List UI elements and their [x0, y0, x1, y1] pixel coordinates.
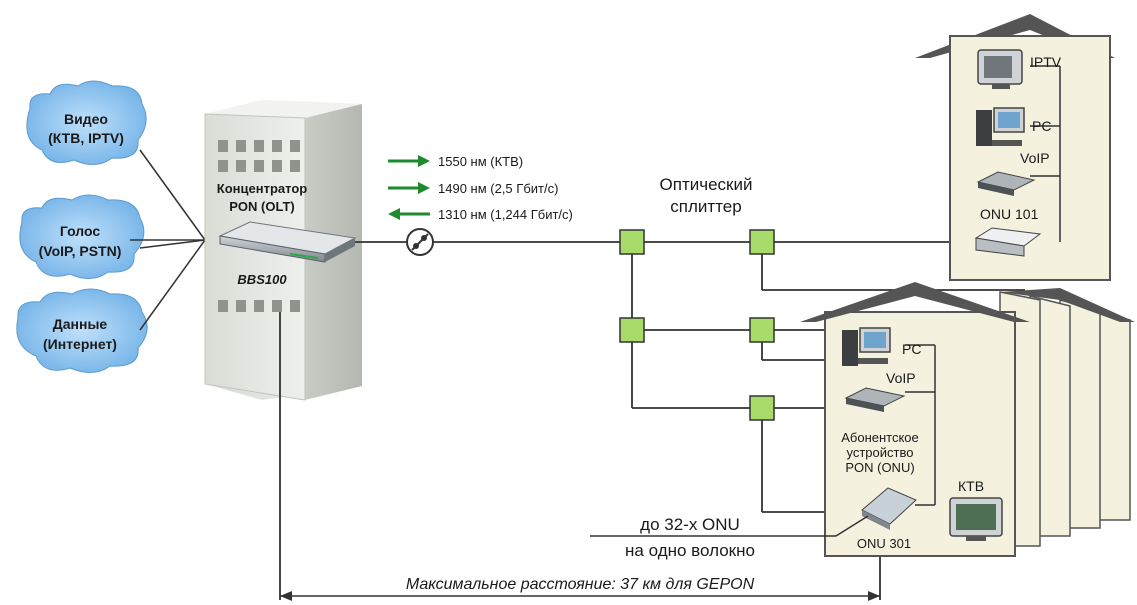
- source-voice-label: Голос: [60, 223, 101, 239]
- onu-caption: устройство: [847, 445, 914, 460]
- pc-icon: [842, 328, 890, 366]
- wavelength-label: 1550 нм (КТВ): [438, 154, 523, 169]
- onu-caption: Абонентское: [841, 430, 919, 445]
- fiber-note-line1: до 32-х ONU: [640, 515, 740, 534]
- onu-caption: PON (ONU): [845, 460, 914, 475]
- device-label: PC: [902, 341, 921, 357]
- splitter-box: [750, 318, 774, 342]
- arrow-left-icon: [280, 591, 292, 601]
- wavelength-1310: 1310 нм (1,244 Гбит/с): [388, 207, 573, 222]
- device-label: VoIP: [1020, 150, 1050, 166]
- distance-note: Максимальное расстояние: 37 км для GEPON: [280, 576, 880, 601]
- olt-title: Концентратор: [217, 181, 307, 196]
- pc-icon: [976, 108, 1024, 146]
- source-voice-sublabel: (VoIP, PSTN): [39, 243, 122, 259]
- onu-label: ONU 101: [980, 206, 1039, 222]
- device-label: IPTV: [1030, 54, 1062, 70]
- source-connector-lines: [130, 150, 205, 330]
- olt-model: BBS100: [237, 272, 287, 287]
- source-video-label: Видео: [64, 111, 108, 127]
- wavelength-1490: 1490 нм (2,5 Гбит/с): [388, 181, 558, 196]
- splitter-box: [750, 396, 774, 420]
- house-stack-back: [1000, 288, 1135, 546]
- device-label: VoIP: [886, 370, 916, 386]
- splitter-label: Оптический: [660, 175, 753, 194]
- source-data-cloud: Данные (Интернет): [17, 289, 147, 373]
- fiber-note-line2: на одно волокно: [625, 541, 755, 560]
- source-video-cloud: Видео (КТВ, IPTV): [27, 81, 146, 165]
- wavelength-label: 1310 нм (1,244 Гбит/с): [438, 207, 573, 222]
- source-video-sublabel: (КТВ, IPTV): [48, 130, 124, 146]
- house-2: PC VoIP Абонентское устройство PON (ONU)…: [800, 282, 1030, 556]
- distance-label: Максимальное расстояние: 37 км для GEPON: [406, 576, 755, 593]
- arrow-right-icon: [418, 155, 430, 167]
- onu-label: ONU 301: [857, 536, 911, 551]
- splitter-box: [750, 230, 774, 254]
- tv-label: КТВ: [958, 478, 984, 494]
- arrow-left-icon: [388, 208, 400, 220]
- olt-cabinet: Концентратор PON (OLT) BBS100: [205, 100, 362, 400]
- splitter-sublabel: сплиттер: [670, 197, 741, 216]
- olt-subtitle: PON (OLT): [229, 199, 294, 214]
- wavelength-label: 1490 нм (2,5 Гбит/с): [438, 181, 558, 196]
- arrow-right-icon: [418, 182, 430, 194]
- device-label: PC: [1032, 118, 1051, 134]
- house-1: IPTV PC VoIP ONU 101: [915, 14, 1115, 280]
- splitter-box: [620, 318, 644, 342]
- source-data-sublabel: (Интернет): [43, 336, 117, 352]
- splitter-box: [620, 230, 644, 254]
- tv-icon: [950, 498, 1002, 541]
- wavelength-1550: 1550 нм (КТВ): [388, 154, 523, 169]
- fiber-reel-icon: [407, 229, 433, 255]
- tv-icon: [978, 50, 1022, 89]
- arrow-right-icon: [868, 591, 880, 601]
- source-voice-cloud: Голос (VoIP, PSTN): [20, 195, 144, 279]
- splitter-boxes: [620, 230, 774, 420]
- source-data-label: Данные: [53, 316, 108, 332]
